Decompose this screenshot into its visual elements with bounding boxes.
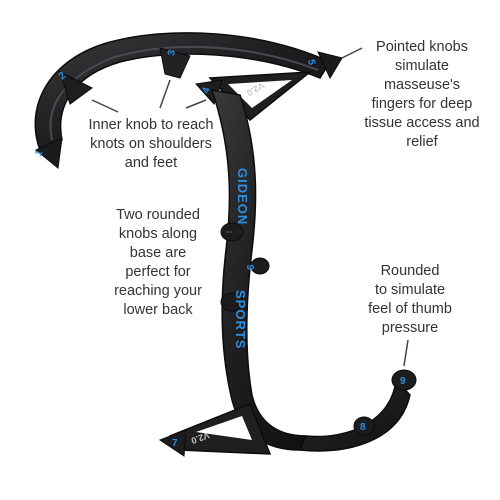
brand-sports: SPORTS	[233, 290, 248, 349]
knob-9	[391, 369, 417, 391]
bottom-hook	[298, 378, 411, 452]
brand-gideon: GIDEON	[235, 168, 250, 225]
leader-inner-knob-c	[185, 99, 207, 109]
knob-number-9: 9	[400, 376, 406, 387]
knob-number-1: 1	[33, 148, 46, 159]
shaft-knob-mid	[250, 257, 270, 275]
top-brace-cutout	[228, 80, 292, 108]
callout-rounded-base: Two rounded knobs along base are perfect…	[114, 207, 202, 318]
knob-2	[59, 71, 93, 105]
callout-pointed-knobs: Pointed knobs simulate masseuse's finger…	[364, 39, 480, 150]
knob-8	[353, 416, 375, 436]
knob-number-7: 7	[172, 438, 178, 449]
leader-inner-knob-a	[91, 99, 119, 113]
leader-pointed-knobs	[341, 47, 363, 59]
top-hook-bevel	[49, 45, 319, 141]
knob-number-2: 2	[57, 70, 69, 82]
leader-thumb	[403, 339, 409, 367]
bottom-brace-cutout	[196, 416, 252, 440]
knob-number-6: 6	[246, 264, 257, 270]
leader-inner-knob-b	[159, 79, 171, 109]
knob-1	[35, 137, 63, 169]
knob-number-4: 4	[200, 86, 212, 95]
knob-number-8: 8	[360, 422, 366, 433]
shaft-knob-lower	[220, 292, 244, 312]
callout-inner-knob: Inner knob to reach knots on shoulders a…	[88, 117, 214, 171]
callout-thumb: Rounded to simulate feel of thumb pressu…	[368, 263, 452, 336]
knob-3	[159, 47, 191, 79]
knob-number-5: 5	[305, 59, 317, 67]
knob-7	[158, 429, 187, 457]
knob-number-3: 3	[166, 49, 178, 57]
knob-5	[317, 51, 343, 80]
